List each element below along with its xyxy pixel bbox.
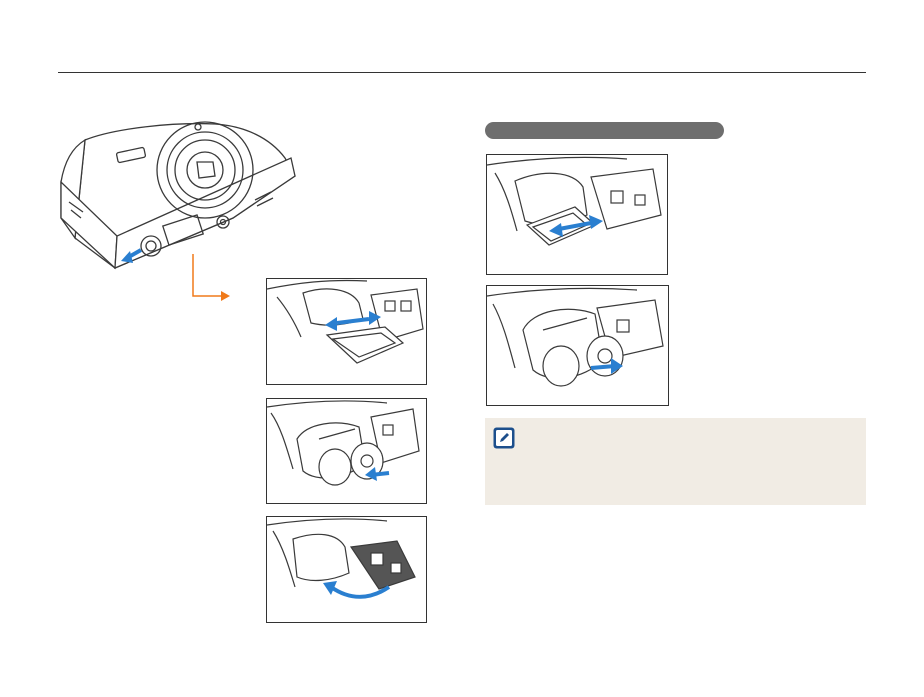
- orange-arrow-icon: [190, 254, 232, 302]
- compartment-cover-close-illustration: [267, 517, 426, 622]
- camera-bottom-illustration: [55, 118, 300, 278]
- battery-insert-illustration: [267, 399, 426, 503]
- battery-insert-panel: [266, 398, 427, 504]
- note-box: [485, 418, 866, 505]
- cover-close-panel: [266, 516, 427, 623]
- memory-card-remove-illustration: [487, 155, 667, 274]
- battery-remove-illustration: [487, 286, 668, 405]
- section-heading-bar: [485, 122, 724, 139]
- battery-remove-panel: [486, 285, 669, 406]
- note-pencil-icon: [493, 427, 515, 449]
- memory-card-insert-panel: [266, 278, 427, 385]
- header-rule: [58, 72, 866, 73]
- memory-card-remove-panel: [486, 154, 668, 275]
- memory-card-insert-illustration: [267, 279, 426, 384]
